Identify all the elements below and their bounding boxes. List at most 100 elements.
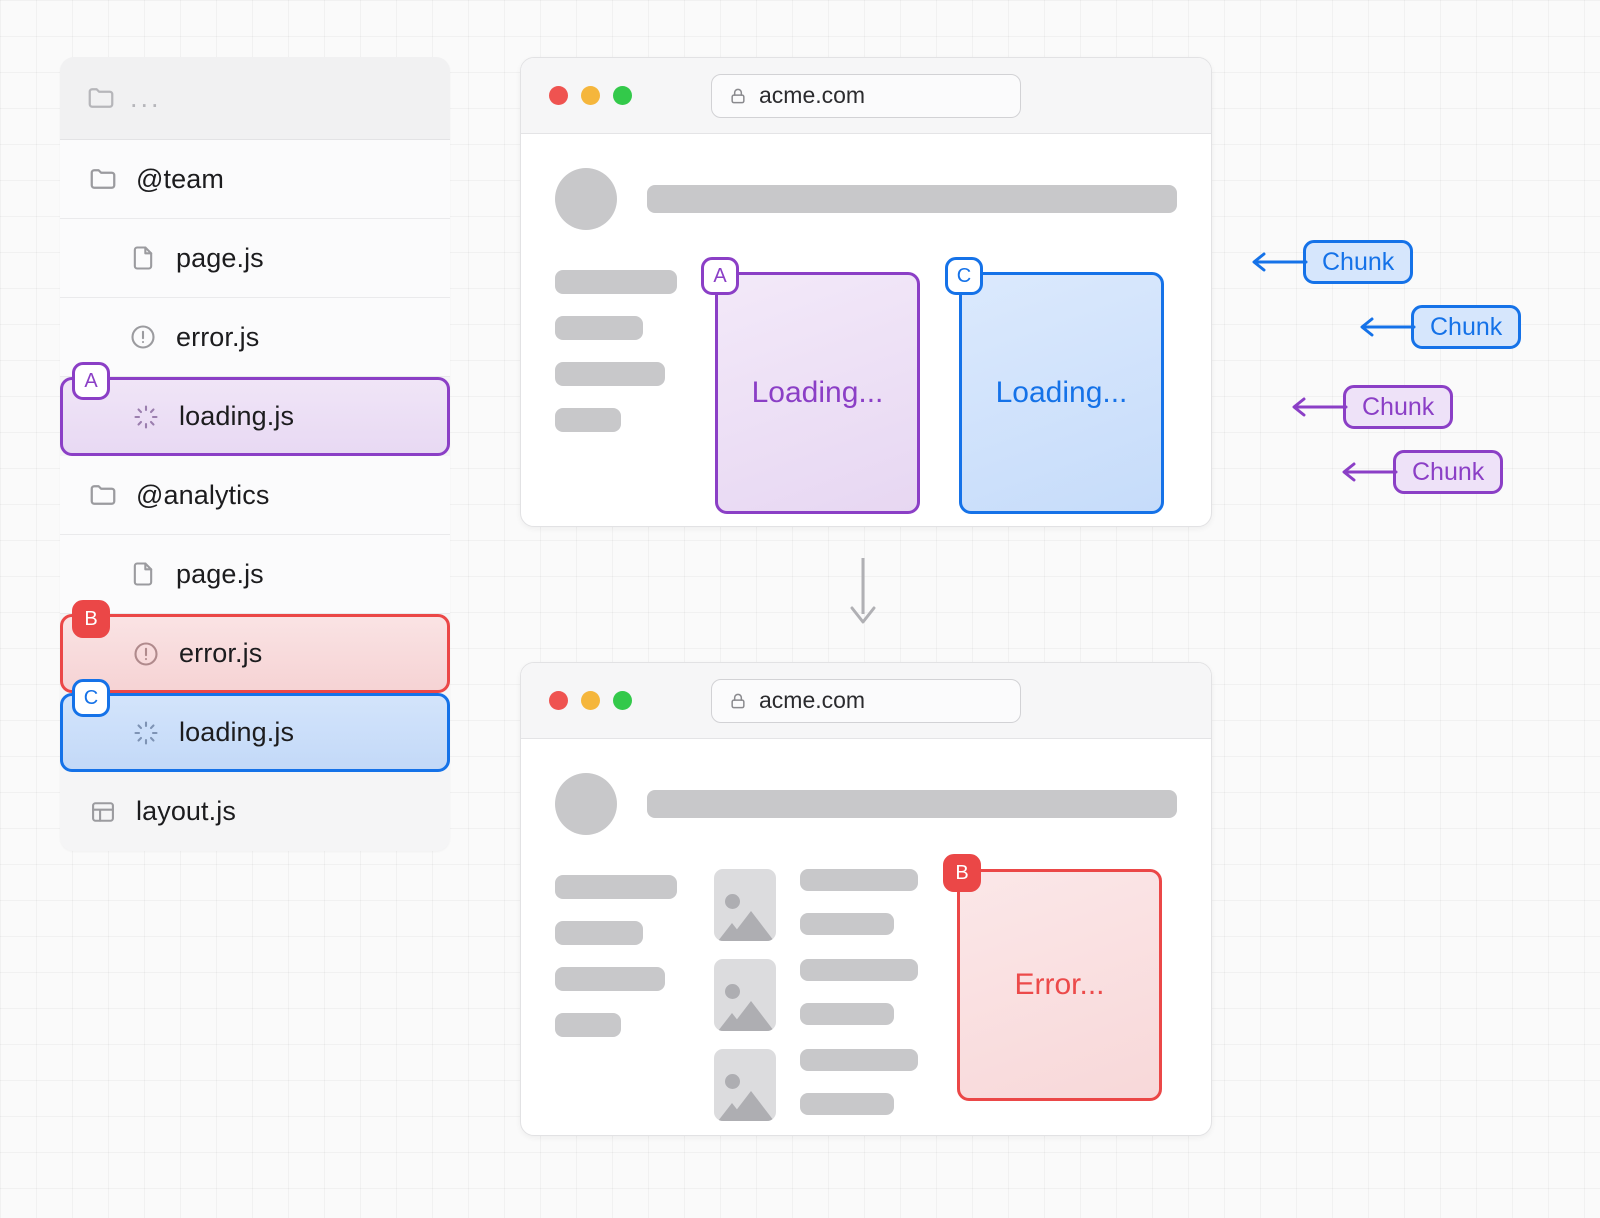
media-list (714, 869, 918, 1121)
chunk-label: Chunk (1322, 247, 1395, 276)
chunk-label: Chunk (1362, 392, 1435, 421)
browser-chrome-bottom: acme.com (521, 663, 1211, 739)
chunk-label: Chunk (1430, 312, 1503, 341)
file-tree-header: ... (60, 57, 450, 140)
page-header-skeleton-top (555, 168, 1177, 230)
folder-icon (86, 164, 120, 194)
zoom-button[interactable] (613, 86, 632, 105)
browser-window-bottom: acme.com (520, 662, 1212, 1136)
lock-icon (728, 691, 748, 711)
chunk-tag-1: Chunk (1303, 240, 1414, 284)
media-list-item (714, 869, 918, 941)
browser-window-top: acme.com Loading... A Loading.. (520, 57, 1212, 527)
loader-icon (129, 403, 163, 431)
chunk-tag-3: Chunk (1343, 385, 1454, 429)
tree-row-label: error.js (176, 321, 260, 352)
chunk-tag-4: Chunk (1393, 450, 1504, 494)
close-button[interactable] (549, 86, 568, 105)
skeleton-title-bar (647, 185, 1177, 213)
skeleton-line (555, 316, 643, 340)
tree-row-page-team[interactable]: page.js (60, 219, 450, 298)
tree-row-error-analytics[interactable]: error.js (60, 614, 450, 693)
tree-row-loading-analytics[interactable]: loading.js (60, 693, 450, 772)
tree-row-label: error.js (179, 638, 263, 668)
avatar (555, 773, 617, 835)
file-icon (126, 560, 160, 588)
folder-icon (86, 83, 116, 113)
tree-row-loading-team[interactable]: loading.js (60, 377, 450, 456)
loading-card-a-text: Loading... (751, 376, 884, 409)
tree-row-label: @analytics (136, 479, 270, 510)
skeleton-line (800, 1003, 894, 1025)
alert-circle-icon (126, 323, 160, 351)
badge-c-tree: C (72, 679, 110, 717)
skeleton-column-left-bottom (555, 875, 677, 1037)
skeleton-line (555, 362, 665, 386)
traffic-lights-bottom[interactable] (549, 691, 632, 710)
url-text-top: acme.com (759, 82, 866, 108)
loading-card-a: Loading... A (701, 257, 920, 514)
lock-icon (728, 86, 748, 106)
tree-row-label: loading.js (179, 717, 295, 747)
error-card-b: Error... B (943, 854, 1162, 1101)
skeleton-title-bar (647, 790, 1177, 818)
skeleton-line (555, 270, 677, 294)
tree-row-analytics[interactable]: @analytics (60, 456, 450, 535)
media-list-item (714, 1049, 918, 1121)
url-bar-bottom[interactable]: acme.com (711, 678, 1021, 723)
url-text-bottom: acme.com (759, 687, 866, 713)
badge-c-card: C (945, 257, 983, 295)
skeleton-line (555, 875, 677, 899)
flow-arrow (845, 556, 881, 628)
file-tree-panel: ... @team page.js error (60, 57, 450, 851)
layout-icon (86, 798, 120, 826)
page-content-top: Loading... A Loading... C (521, 134, 1211, 526)
loader-icon (129, 719, 163, 747)
tree-row-label: @team (136, 163, 224, 194)
traffic-lights-top[interactable] (549, 86, 632, 105)
file-icon (126, 244, 160, 272)
page-header-skeleton-bottom (555, 773, 1177, 835)
image-placeholder-icon (714, 959, 776, 1031)
chunk-label: Chunk (1412, 457, 1485, 486)
minimize-button[interactable] (581, 86, 600, 105)
folder-icon (86, 480, 120, 510)
tree-row-layout[interactable]: layout.js (60, 772, 450, 851)
skeleton-line (555, 967, 665, 991)
chunk-arrow-2-icon (1356, 313, 1418, 341)
skeleton-line (800, 1093, 894, 1115)
alert-circle-icon (129, 640, 163, 668)
badge-b-card: B (943, 854, 981, 892)
skeleton-line (800, 913, 894, 935)
skeleton-line (555, 408, 621, 432)
media-list-item (714, 959, 918, 1031)
skeleton-line (800, 869, 918, 891)
avatar (555, 168, 617, 230)
error-card-b-text: Error... (1014, 968, 1105, 1001)
page-content-bottom: Error... B (521, 739, 1211, 1135)
skeleton-column-left-top (555, 270, 677, 432)
file-tree-rows: ... @team page.js error (60, 57, 450, 851)
skeleton-line (800, 959, 918, 981)
url-bar-top[interactable]: acme.com (711, 73, 1021, 118)
close-button[interactable] (549, 691, 568, 710)
chunk-tag-2: Chunk (1411, 305, 1522, 349)
zoom-button[interactable] (613, 691, 632, 710)
chunk-arrow-3-icon (1288, 393, 1350, 421)
chunk-arrow-1-icon (1248, 248, 1310, 276)
tree-row-label: page.js (176, 558, 264, 589)
badge-a-tree: A (72, 362, 110, 400)
tree-row-page-analytics[interactable]: page.js (60, 535, 450, 614)
tree-row-label: page.js (176, 242, 264, 273)
tree-row-team[interactable]: @team (60, 140, 450, 219)
image-placeholder-icon (714, 869, 776, 941)
loading-card-c-text: Loading... (995, 376, 1128, 409)
chunk-arrow-4-icon (1338, 458, 1400, 486)
tree-row-label: layout.js (136, 796, 236, 826)
arrow-down-icon (845, 556, 881, 628)
tree-row-error-team[interactable]: error.js (60, 298, 450, 377)
browser-chrome-top: acme.com (521, 58, 1211, 134)
minimize-button[interactable] (581, 691, 600, 710)
skeleton-line (800, 1049, 918, 1071)
